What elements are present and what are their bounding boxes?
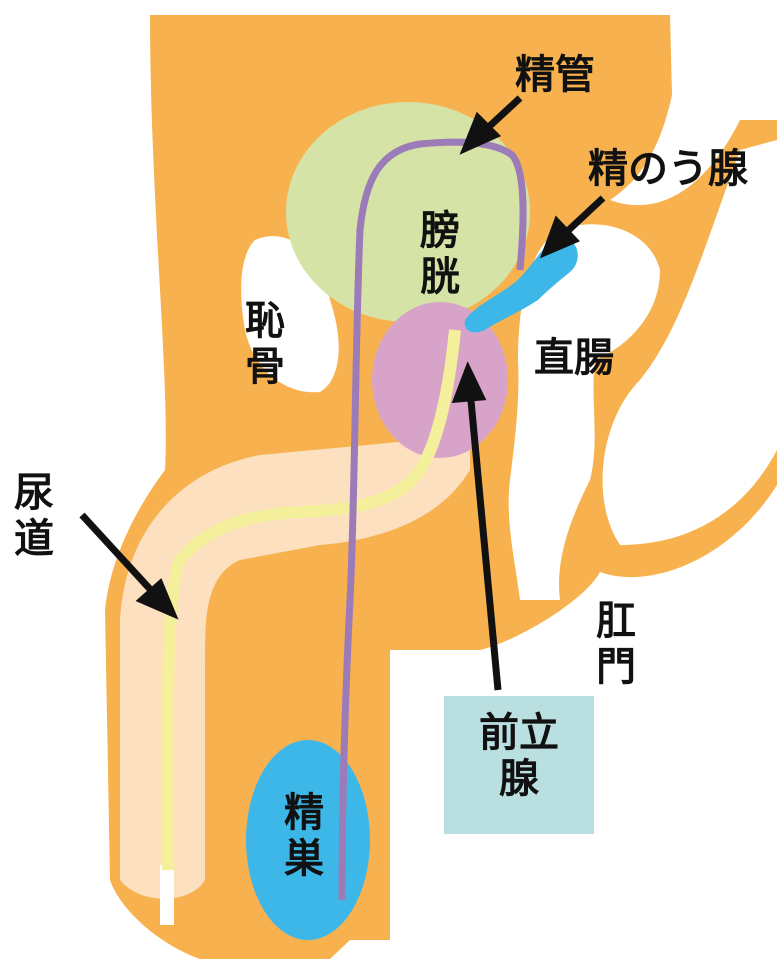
- label-urethra: 尿道: [12, 470, 56, 562]
- label-seminal-vesicle: 精のう腺: [588, 146, 748, 192]
- label-bladder: 膀胱: [418, 208, 462, 300]
- label-rectum: 直腸: [534, 335, 614, 381]
- label-prostate: 前立腺: [444, 710, 594, 802]
- label-testis: 精巣: [282, 790, 326, 882]
- label-anus: 肛門: [594, 598, 638, 690]
- label-vas-deferens: 精管: [515, 52, 595, 98]
- label-pubic-bone: 恥骨: [243, 298, 287, 390]
- urethra-opening: [160, 865, 174, 925]
